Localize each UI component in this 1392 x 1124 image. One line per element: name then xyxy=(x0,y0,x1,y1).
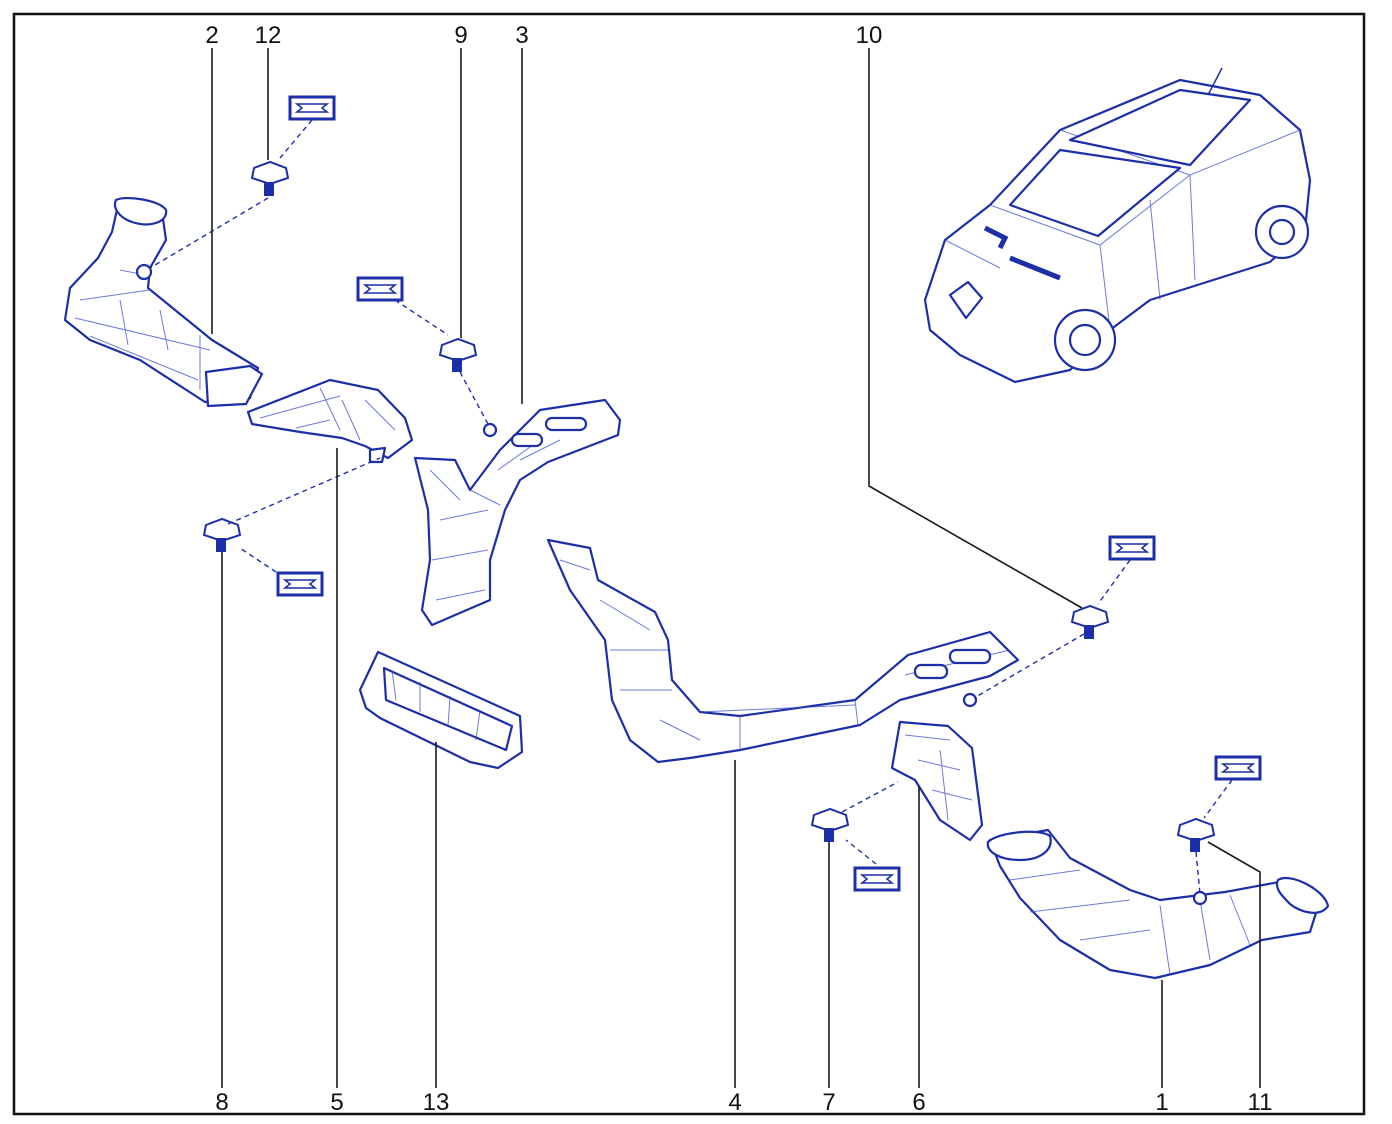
reference-box-icon xyxy=(276,571,324,597)
push-clip-icon xyxy=(202,517,242,552)
part-5-bracket xyxy=(246,378,414,464)
push-clip-icon xyxy=(438,337,478,372)
assembly-path xyxy=(841,781,899,813)
push-clip-icon xyxy=(1070,604,1110,639)
push-clip-icon xyxy=(1176,817,1216,852)
callout-12: 12 xyxy=(255,22,282,49)
callout-8: 8 xyxy=(215,1089,228,1116)
assembly-path xyxy=(845,839,877,865)
assembly-path xyxy=(1097,559,1131,605)
callout-11: 11 xyxy=(1248,1089,1273,1116)
part-3-center-duct xyxy=(413,398,622,627)
callout-9: 9 xyxy=(454,22,467,49)
callout-2: 2 xyxy=(205,22,218,49)
part-6-bracket xyxy=(890,720,984,842)
part-1-right-duct xyxy=(986,828,1330,980)
assembly-path xyxy=(227,457,381,525)
callout-3: 3 xyxy=(515,22,528,49)
reference-box-icon xyxy=(288,95,336,121)
diagram-frame xyxy=(12,12,1366,1116)
assembly-path xyxy=(239,547,277,573)
callout-10: 10 xyxy=(856,22,883,49)
part-2-left-duct xyxy=(63,196,264,408)
callout-13: 13 xyxy=(423,1089,450,1116)
callout-5: 5 xyxy=(330,1089,343,1116)
assembly-path xyxy=(973,633,1085,699)
assembly-paths xyxy=(149,119,1233,895)
callout-4: 4 xyxy=(728,1089,741,1116)
reference-box-icon xyxy=(356,276,404,302)
part-13-vent-frame xyxy=(358,650,524,770)
reference-box-icon xyxy=(1108,535,1156,561)
reference-box-icon xyxy=(1214,755,1262,781)
assembly-path xyxy=(279,119,313,159)
leader-lines xyxy=(211,48,1261,1088)
assembly-path xyxy=(1195,851,1201,895)
assembly-path xyxy=(1203,779,1233,819)
push-clip-icon xyxy=(250,160,290,196)
callout-7: 7 xyxy=(822,1089,835,1116)
vehicle-location-icon xyxy=(923,67,1312,384)
callout-6: 6 xyxy=(912,1089,925,1116)
push-clip-icon xyxy=(810,807,850,842)
assembly-path xyxy=(149,197,269,269)
reference-box-icon xyxy=(853,866,901,892)
part-4-main-duct xyxy=(546,538,1020,764)
assembly-path xyxy=(459,371,489,425)
assembly-path xyxy=(394,299,449,336)
callout-1: 1 xyxy=(1155,1089,1168,1116)
